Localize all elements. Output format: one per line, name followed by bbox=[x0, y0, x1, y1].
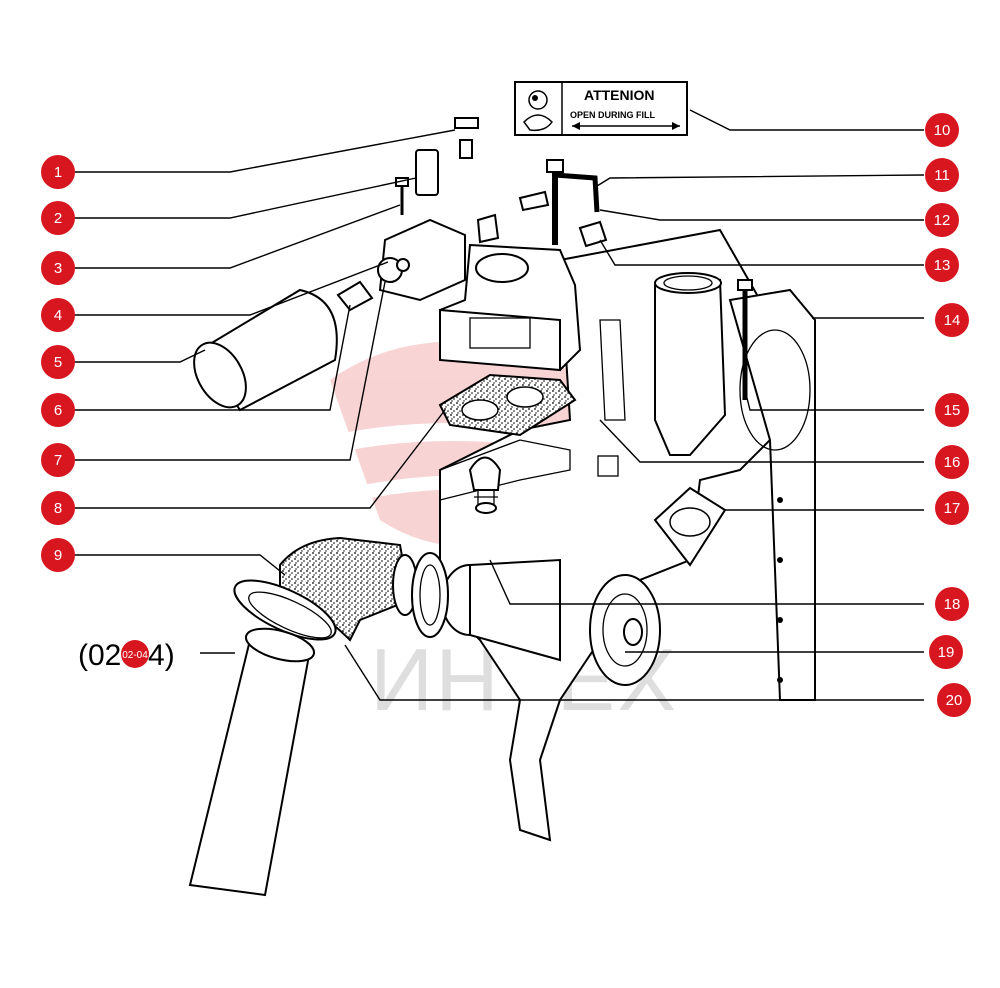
callout-3[interactable]: 3 bbox=[41, 251, 75, 285]
svg-text:2: 2 bbox=[54, 210, 62, 227]
svg-text:18: 18 bbox=[944, 596, 961, 613]
callout-19[interactable]: 19 bbox=[929, 635, 963, 669]
warning-pictogram-icon bbox=[523, 90, 553, 132]
callout-12[interactable]: 12 bbox=[925, 203, 959, 237]
sticker-title: ATTENION bbox=[584, 87, 655, 103]
filler-tube bbox=[654, 272, 727, 456]
svg-text:6: 6 bbox=[54, 402, 62, 419]
svg-text:10: 10 bbox=[934, 122, 951, 139]
double-arrow-icon bbox=[572, 122, 680, 130]
callout-13[interactable]: 13 bbox=[925, 248, 959, 282]
filter-head bbox=[377, 218, 466, 302]
bleed-pipe bbox=[476, 159, 608, 248]
svg-text:13: 13 bbox=[934, 257, 951, 274]
reference-badge-text: 02-04 bbox=[122, 650, 148, 661]
long-bolt bbox=[737, 279, 753, 400]
svg-text:1: 1 bbox=[54, 164, 62, 181]
fitting bbox=[336, 280, 374, 312]
callout-8[interactable]: 8 bbox=[41, 491, 75, 525]
svg-text:9: 9 bbox=[54, 547, 62, 564]
thermostat bbox=[468, 456, 502, 514]
svg-text:14: 14 bbox=[944, 312, 961, 329]
svg-text:4: 4 bbox=[54, 307, 62, 324]
reference-label: (02-04) 02-04 bbox=[78, 639, 175, 672]
callout-2[interactable]: 2 bbox=[41, 201, 75, 235]
svg-text:3: 3 bbox=[54, 260, 62, 277]
callout-6[interactable]: 6 bbox=[41, 393, 75, 427]
callout-16[interactable]: 16 bbox=[935, 445, 969, 479]
callout-7[interactable]: 7 bbox=[41, 443, 75, 477]
svg-text:16: 16 bbox=[944, 454, 961, 471]
bolt-small bbox=[395, 177, 409, 215]
svg-text:20: 20 bbox=[946, 692, 963, 709]
callout-1[interactable]: 1 bbox=[41, 155, 75, 189]
svg-text:7: 7 bbox=[54, 452, 62, 469]
reference-badge bbox=[121, 640, 149, 668]
hose-clamp bbox=[411, 552, 449, 638]
svg-text:8: 8 bbox=[54, 500, 62, 517]
svg-text:12: 12 bbox=[934, 212, 951, 229]
lower-clamp bbox=[233, 579, 337, 641]
callout-18[interactable]: 18 bbox=[935, 587, 969, 621]
thermostat-housing bbox=[439, 243, 582, 372]
sticker-subtitle: OPEN DURING FILL bbox=[570, 110, 656, 120]
svg-text:15: 15 bbox=[944, 402, 961, 419]
callout-4[interactable]: 4 bbox=[41, 298, 75, 332]
callout-14[interactable]: 14 bbox=[935, 303, 969, 337]
callout-10[interactable]: 10 bbox=[925, 113, 959, 147]
callout-11[interactable]: 11 bbox=[925, 158, 959, 192]
svg-text:11: 11 bbox=[934, 167, 950, 184]
sensor-sender bbox=[415, 117, 479, 196]
svg-text:19: 19 bbox=[938, 644, 955, 661]
callout-5[interactable]: 5 bbox=[41, 345, 75, 379]
coolant-pipe bbox=[188, 627, 316, 897]
leader-lines bbox=[74, 109, 925, 701]
pulley bbox=[589, 574, 661, 686]
callout-15[interactable]: 15 bbox=[935, 393, 969, 427]
gasket bbox=[438, 373, 577, 437]
svg-text:5: 5 bbox=[54, 354, 62, 371]
callout-20[interactable]: 20 bbox=[937, 683, 971, 717]
callout-17[interactable]: 17 bbox=[935, 491, 969, 525]
callout-badges: 1 2 3 4 5 6 7 8 9 10 11 bbox=[41, 113, 971, 717]
filter-cartridge bbox=[193, 288, 338, 412]
water-pump bbox=[441, 558, 561, 662]
svg-text:17: 17 bbox=[944, 500, 961, 517]
callout-9[interactable]: 9 bbox=[41, 538, 75, 572]
attention-sticker: ATTENION OPEN DURING FILL bbox=[514, 81, 688, 136]
hose-elbow bbox=[279, 536, 418, 642]
